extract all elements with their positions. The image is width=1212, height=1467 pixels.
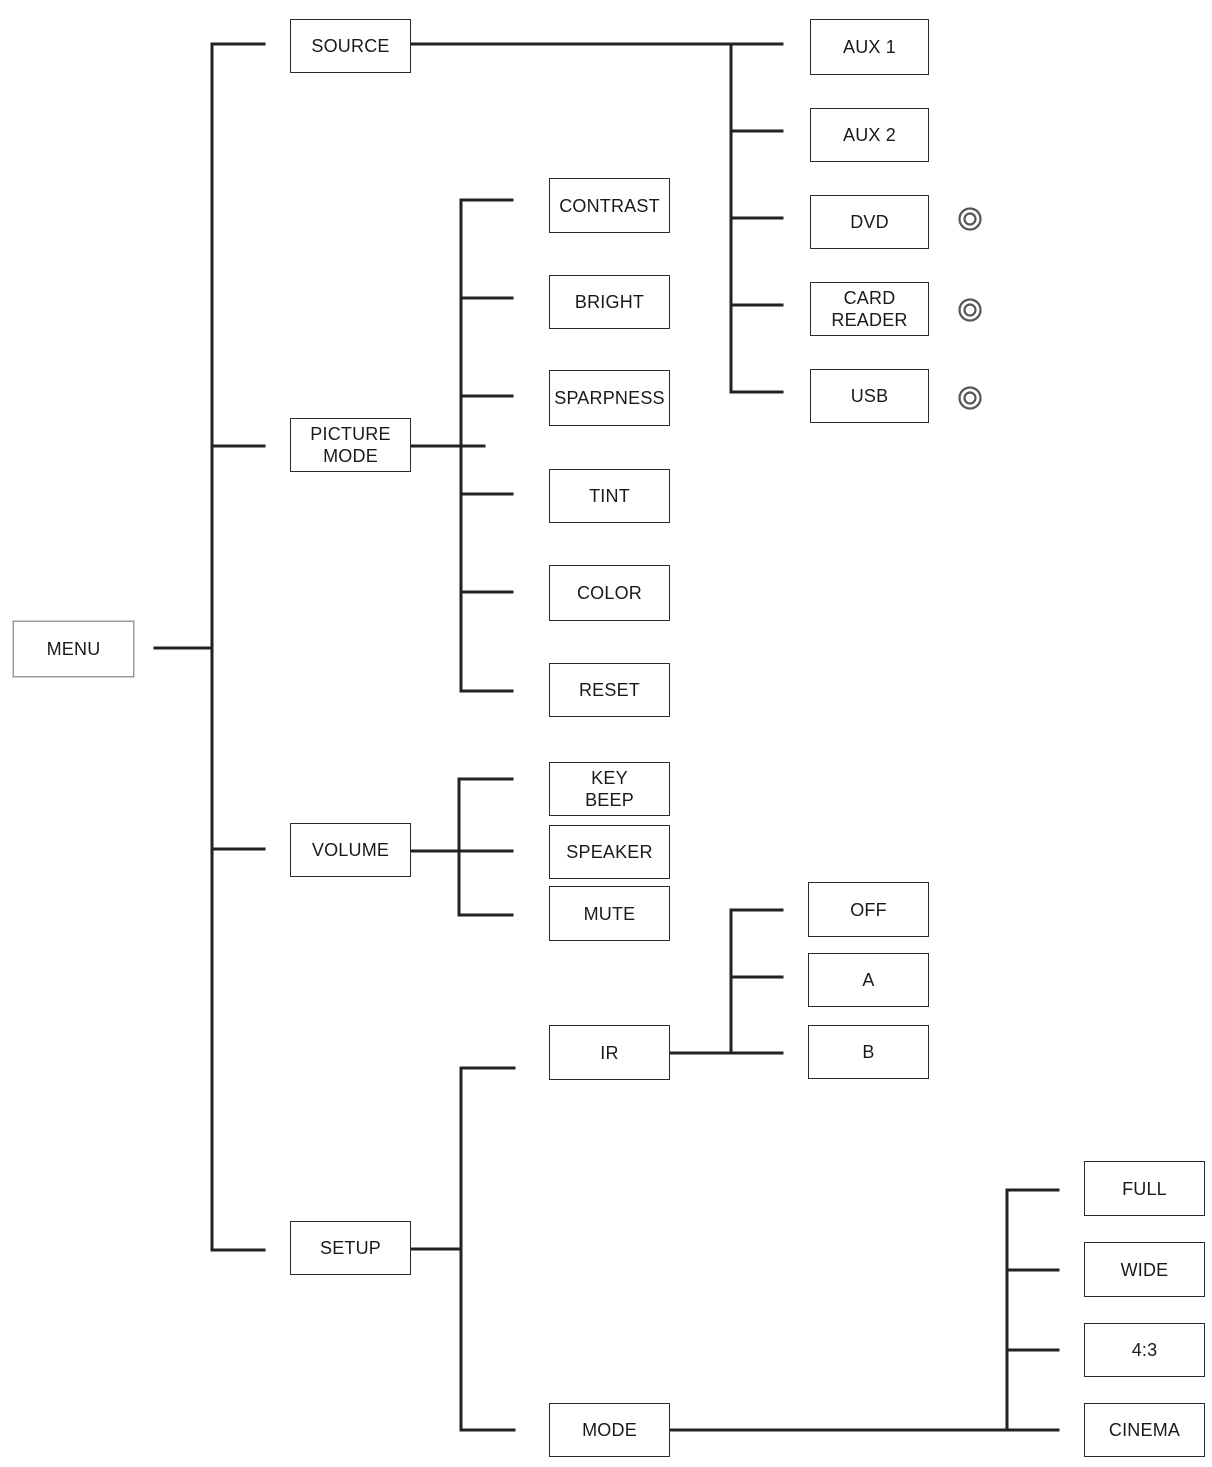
disc-icon [958,207,982,231]
ir-b-node: B [808,1025,929,1079]
card-reader-node: CARD READER [810,282,929,336]
dvd-node: DVD [810,195,929,249]
aux-2-node: AUX 2 [810,108,929,162]
disc-icon [958,386,982,410]
tint-node: TINT [549,469,670,523]
speaker-node: SPEAKER [549,825,670,879]
cinema-node: CINEMA [1084,1403,1205,1457]
contrast-node: CONTRAST [549,178,670,233]
ir-node: IR [549,1025,670,1080]
aux-1-node: AUX 1 [810,19,929,75]
source-node: SOURCE [290,19,411,73]
key-beep-node: KEY BEEP [549,762,670,816]
color-node: COLOR [549,565,670,621]
menu-node: MENU [13,621,134,677]
disc-icon [958,298,982,322]
four-three-node: 4:3 [1084,1323,1205,1377]
picture-mode-node: PICTURE MODE [290,418,411,472]
mode-node: MODE [549,1403,670,1457]
usb-node: USB [810,369,929,423]
full-node: FULL [1084,1161,1205,1216]
volume-node: VOLUME [290,823,411,877]
setup-node: SETUP [290,1221,411,1275]
ir-off-node: OFF [808,882,929,937]
reset-node: RESET [549,663,670,717]
ir-a-node: A [808,953,929,1007]
wide-node: WIDE [1084,1242,1205,1297]
bright-node: BRIGHT [549,275,670,329]
mute-node: MUTE [549,886,670,941]
sparpness-node: SPARPNESS [549,370,670,426]
